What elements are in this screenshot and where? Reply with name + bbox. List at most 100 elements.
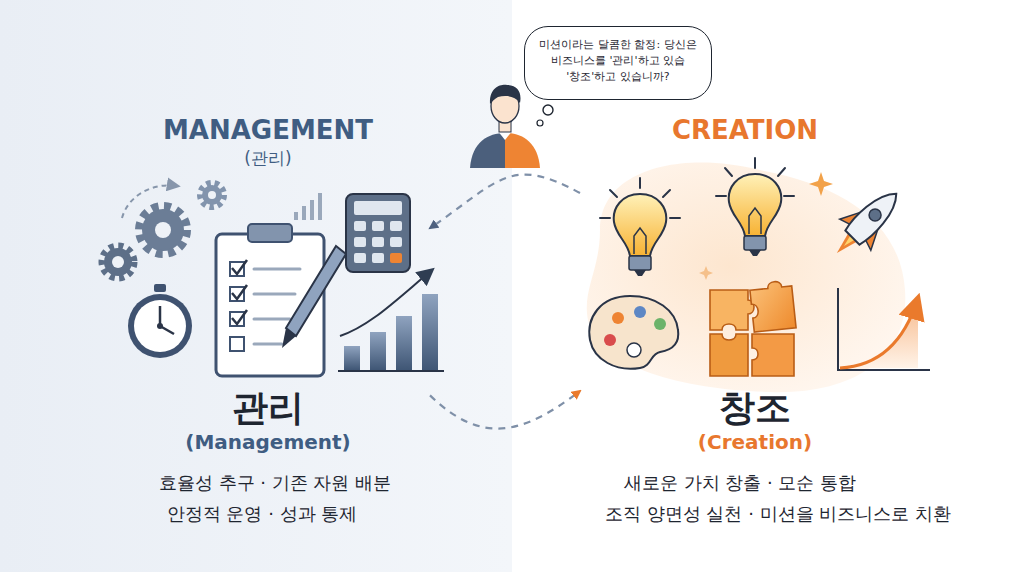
clipboard-part-part	[232, 260, 247, 274]
calculator	[346, 194, 410, 272]
panel-title: 창조	[719, 386, 791, 429]
thought-dots	[537, 105, 553, 126]
dashed-arrow	[430, 391, 580, 429]
person-icon-part	[470, 133, 505, 168]
panel-body: 조직 양면성 실천 · 미션을 비즈니스로 치환	[605, 503, 951, 525]
stopwatch-part	[157, 323, 163, 329]
gear-group	[102, 183, 224, 278]
gear-group-part	[208, 191, 216, 199]
calculator-part	[346, 194, 410, 272]
mini-bars-part	[318, 193, 322, 220]
bar-chart-part	[370, 332, 386, 370]
lightbulb-part-part	[778, 168, 785, 176]
lightbulb-part-part	[754, 158, 756, 168]
mini-bars-part	[294, 212, 298, 220]
calculator-part	[390, 253, 402, 263]
calculator-part-part	[354, 237, 366, 247]
clipboard-part-part	[232, 285, 247, 299]
person-icon	[470, 85, 540, 168]
speech-bubble: 미션이라는 달콤한 함정: 당신은 비즈니스를 '관리'하고 있습 '창조'하고…	[524, 26, 712, 100]
clipboard-part-part	[254, 293, 295, 296]
lightbulb-part-part	[600, 217, 610, 219]
calculator-part-part	[390, 237, 402, 247]
creation-panel: CREATION 창조(Creation) 새로운 가치 창출 · 모순 통합조직 …	[580, 105, 980, 545]
clipboard-part-part	[232, 310, 247, 324]
person-icon-part	[505, 133, 540, 168]
puzzle-part	[710, 334, 748, 376]
lightbulb-part	[629, 256, 651, 270]
panel-heading: CREATION	[672, 115, 818, 146]
calculator-part-part	[354, 253, 366, 263]
glow-blob-part	[587, 163, 906, 393]
lightbulb-part-part	[610, 190, 617, 197]
palette-part	[654, 318, 666, 330]
puzzle	[710, 280, 796, 376]
rocket-part	[867, 206, 884, 223]
panel-title-en: (Management)	[185, 430, 351, 454]
lightbulb	[600, 178, 680, 276]
calculator-part-part	[390, 221, 402, 231]
thought-dots-part	[537, 120, 543, 126]
rocket-part	[844, 185, 905, 246]
background-part	[0, 0, 512, 572]
clipboard-part-part	[254, 318, 290, 321]
gear-group-part	[139, 206, 187, 254]
growth-chart-part	[840, 298, 918, 368]
lightbulb-part-part	[716, 195, 726, 197]
pen-part	[286, 246, 346, 336]
lightbulb-part-part	[670, 217, 680, 219]
panel-body: 효율성 추구 · 기존 자원 배분	[159, 472, 391, 494]
panel-title: 관리	[232, 386, 304, 429]
palette	[589, 296, 678, 369]
puzzle-part	[710, 290, 754, 330]
palette-part	[612, 312, 624, 324]
mini-bars	[294, 193, 322, 220]
clipboard-part	[248, 224, 292, 242]
lightbulb	[716, 158, 794, 256]
sparkle-part	[699, 266, 713, 280]
lightbulb-part-part	[639, 178, 641, 188]
gear-group-part	[112, 256, 124, 268]
clipboard-part-part	[254, 268, 300, 271]
clipboard-part	[232, 260, 247, 324]
background-part	[512, 0, 1024, 572]
calculator-part-part	[372, 221, 384, 231]
calculator-part	[354, 201, 402, 215]
panel-subheading: (관리)	[244, 148, 291, 168]
calculator-part	[354, 221, 402, 263]
growth-chart-part	[838, 288, 930, 370]
stopwatch-part	[154, 284, 166, 292]
clipboard-part-part	[230, 337, 244, 351]
puzzle-part	[749, 280, 796, 332]
stopwatch-part	[128, 294, 192, 358]
pen	[282, 246, 346, 348]
clipboard	[216, 224, 346, 376]
gear-group-part	[155, 222, 171, 238]
lightbulb-part-part	[784, 195, 794, 197]
sparkle	[699, 172, 833, 280]
mini-bars-part	[310, 200, 314, 220]
pen-part	[282, 328, 296, 348]
bar-chart-part	[344, 346, 360, 370]
clipboard-part-part	[254, 343, 282, 346]
palette-part	[604, 334, 616, 346]
lightbulb-part-part	[663, 190, 670, 197]
palette-part	[634, 306, 646, 318]
growth-chart	[838, 288, 930, 370]
panel-heading: MANAGEMENT	[163, 115, 373, 146]
lightbulb-part-part	[725, 168, 732, 176]
lightbulb-part	[729, 174, 782, 236]
mini-bars-part	[302, 206, 306, 220]
management-panel: MANAGEMENT(관리) 관리(Management) 효율성 추구 · 기존 …	[90, 105, 430, 545]
panel-title-en: (Creation)	[698, 430, 812, 454]
rocket	[821, 178, 912, 269]
lightbulb-part	[614, 194, 667, 256]
sparkle-part	[809, 172, 833, 196]
panel-body: 새로운 가치 창출 · 모순 통합	[624, 472, 856, 494]
bubble-text: 미션이라는 달콤한 함정: 당신은 비즈니스를 '관리'하고 있습 '창조'하고…	[537, 37, 699, 85]
glow-blob	[587, 163, 906, 393]
panel-body: 안정적 운영 · 성과 통제	[167, 503, 358, 525]
